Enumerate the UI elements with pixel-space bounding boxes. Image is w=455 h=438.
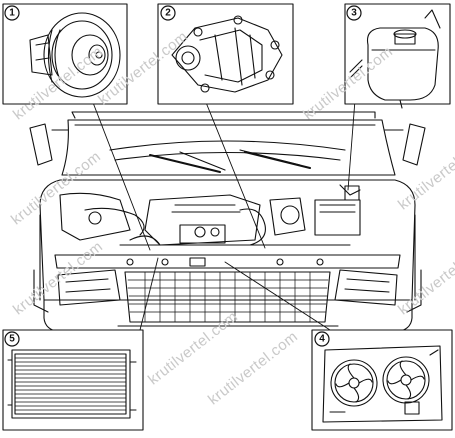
radiator-drawing	[7, 349, 137, 419]
callout-number: 5	[9, 334, 15, 345]
expansion-tank-drawing	[349, 9, 441, 109]
callout-number: 2	[165, 8, 171, 19]
engine-bay	[59, 184, 361, 246]
radiator-panel	[2, 329, 144, 431]
cooling-fan-panel	[311, 329, 453, 431]
expansion-tank-panel	[344, 3, 451, 109]
callout-number: 4	[319, 334, 325, 345]
water-pump-drawing	[171, 15, 283, 93]
callout-number: 1	[9, 8, 15, 19]
water-pump-panel	[157, 3, 294, 105]
thermostat-drawing	[29, 12, 121, 98]
thermostat-panel	[2, 3, 128, 105]
vehicle-front-view	[29, 111, 426, 336]
leader-lines	[91, 99, 356, 331]
cooling-fan-drawing	[322, 345, 443, 423]
callout-number: 3	[351, 8, 357, 19]
